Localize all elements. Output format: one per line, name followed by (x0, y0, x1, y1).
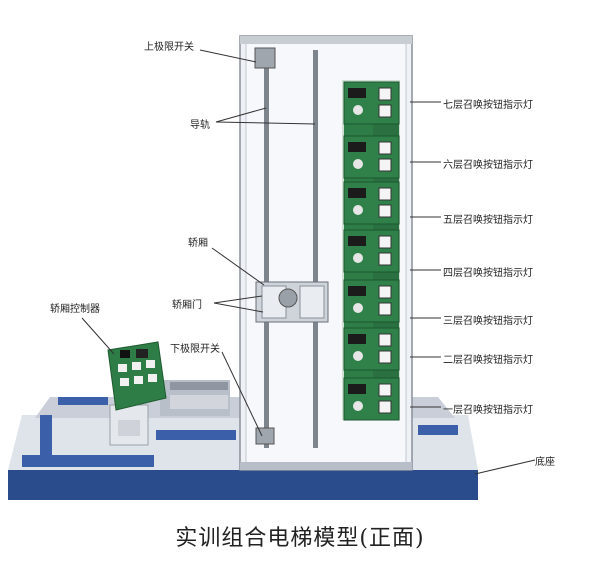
upper-limit-switch (254, 47, 276, 69)
leader-lines (81, 49, 536, 475)
call-up-button (378, 333, 392, 347)
label-lower-limit-switch: 下极限开关 (170, 344, 220, 355)
figure-caption: 实训组合电梯模型(正面) (175, 526, 425, 551)
call-down-button (378, 204, 392, 218)
floor-call-unit-7 (343, 81, 400, 125)
label-guide-rail: 导轨 (190, 120, 210, 131)
guide-rail-right (313, 50, 318, 448)
car-controller (107, 341, 167, 446)
label-car-controller: 轿厢控制器 (50, 304, 100, 315)
call-down-button (378, 252, 392, 266)
call-up-button (378, 141, 392, 155)
floor-call-unit-4 (343, 229, 400, 273)
floor-call-unit-5 (343, 181, 400, 225)
label-floor-2-call: 二层召唤按钮指示灯 (443, 355, 533, 366)
call-up-button (378, 187, 392, 201)
label-floor-6-call: 六层召唤按钮指示灯 (443, 160, 533, 171)
call-up-button (378, 285, 392, 299)
label-floor-5-call: 五层召唤按钮指示灯 (443, 215, 533, 226)
call-down-button (378, 350, 392, 364)
floor-call-unit-3 (343, 279, 400, 323)
label-floor-4-call: 四层召唤按钮指示灯 (443, 268, 533, 279)
guide-rail-left (264, 50, 269, 448)
floor-call-unit-6 (343, 135, 400, 179)
label-car: 轿厢 (188, 238, 208, 249)
call-down-button (378, 400, 392, 414)
label-upper-limit-switch: 上极限开关 (144, 42, 194, 53)
elevator-car (255, 281, 329, 323)
label-base: 底座 (535, 457, 555, 468)
call-up-button (378, 87, 392, 101)
floor-call-unit-2 (343, 327, 400, 371)
floor-call-unit-1 (343, 377, 400, 421)
call-up-button (378, 235, 392, 249)
lower-limit-switch (255, 427, 275, 445)
label-floor-1-call: 一层召唤按钮指示灯 (443, 405, 533, 416)
label-floor-7-call: 七层召唤按钮指示灯 (443, 100, 533, 111)
label-floor-3-call: 三层召唤按钮指示灯 (443, 316, 533, 327)
label-car-door: 轿厢门 (172, 300, 202, 311)
call-up-button (378, 383, 392, 397)
call-down-button (378, 302, 392, 316)
elevator-tower (239, 35, 413, 471)
call-down-button (378, 158, 392, 172)
call-down-button (378, 104, 392, 118)
